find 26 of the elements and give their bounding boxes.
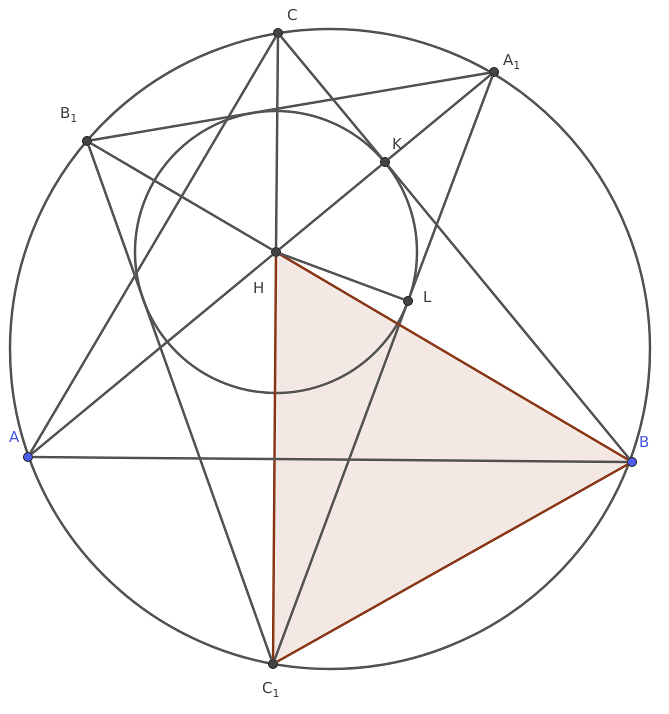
point-label: B: [639, 435, 650, 450]
line-segment: [32, 456, 628, 464]
line-segment: [276, 463, 628, 663]
line-segment: [280, 36, 383, 159]
line-segment: [279, 164, 382, 250]
line-segment: [88, 145, 272, 660]
point-label: A: [9, 430, 20, 445]
line-segment: [280, 252, 404, 300]
line-segment: [408, 76, 494, 297]
point-label: C$_{1}$: [262, 681, 280, 699]
point-label: A$_{1}$: [503, 53, 520, 71]
line-segment: [274, 305, 408, 660]
line-segment: [274, 38, 280, 248]
point-label: H: [253, 281, 264, 296]
line-segment: [90, 142, 272, 251]
line-segment: [29, 36, 277, 454]
point-label: B$_{1}$: [60, 106, 78, 124]
line-segment: [92, 72, 490, 142]
point-label: C: [287, 8, 298, 23]
line-segment: [272, 257, 278, 659]
line-segment: [388, 74, 491, 160]
line-segment: [31, 254, 273, 455]
point-label: K: [392, 137, 402, 152]
line-segment: [387, 165, 630, 459]
point-label: L: [423, 290, 432, 305]
line-segment: [280, 253, 628, 461]
